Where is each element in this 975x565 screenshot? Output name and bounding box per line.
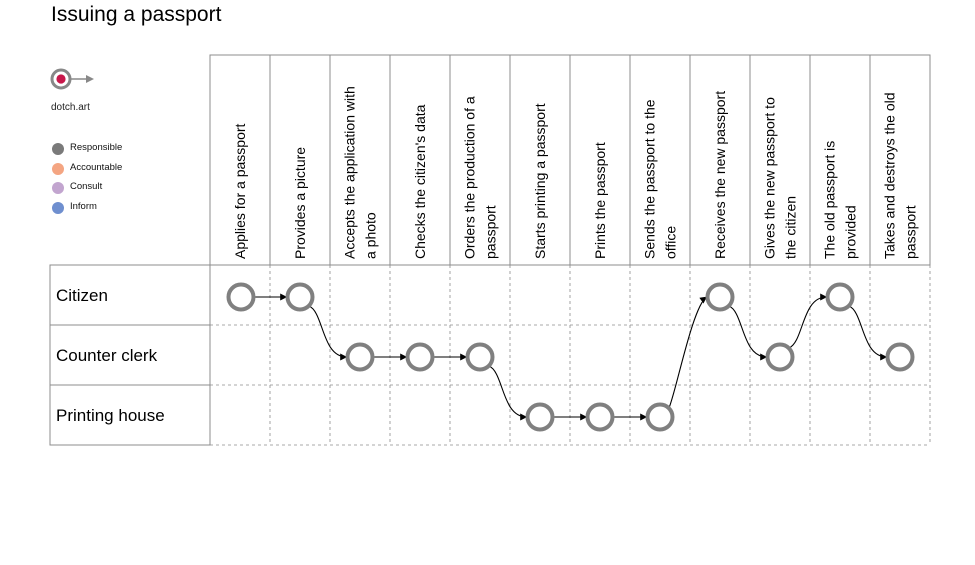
role-label: Printing house <box>56 406 165 425</box>
legend-swatch-inform <box>52 201 64 214</box>
step-label: provided <box>843 205 859 259</box>
step-headers: Applies for a passport Provides a picture… <box>232 86 919 259</box>
legend-label-responsible: Responsible <box>70 142 123 153</box>
brand-name: dotch.art <box>51 102 90 113</box>
flow-nodes <box>226 282 915 432</box>
responsible-node <box>705 282 735 312</box>
legend-label-accountable: Accountable <box>70 161 123 173</box>
responsible-node <box>226 282 256 312</box>
step-label: passport <box>483 205 499 259</box>
step-label: Accepts the application with <box>342 86 358 259</box>
record-arrow-icon <box>50 68 94 90</box>
legend-swatch-accountable <box>52 162 64 175</box>
step-label: passport <box>903 205 919 259</box>
flow-connector <box>308 305 348 361</box>
step-label: Gives the new passport to <box>762 97 778 259</box>
responsible-node <box>885 342 915 372</box>
role-label: Citizen <box>56 286 108 305</box>
responsible-node <box>525 402 555 432</box>
step-label: Applies for a passport <box>232 123 248 259</box>
step-label: Prints the passport <box>592 142 608 259</box>
step-label: office <box>663 226 679 259</box>
flow-connector <box>848 305 888 361</box>
responsible-node <box>825 282 855 312</box>
step-label: Provides a picture <box>292 147 308 259</box>
step-label: Takes and destroys the old <box>882 92 898 259</box>
step-label: Orders the production of a <box>462 96 478 259</box>
responsible-node <box>465 342 495 372</box>
flow-connectors <box>254 293 888 421</box>
legend-swatch-consult <box>52 182 64 194</box>
grid <box>49 54 931 446</box>
step-label: The old passport is <box>822 141 838 259</box>
responsible-node <box>405 342 435 372</box>
responsible-node <box>345 342 375 372</box>
legend-swatch-responsible <box>52 143 64 155</box>
step-label: Starts printing a passport <box>532 103 548 259</box>
legend-label-consult: Consult <box>70 181 103 192</box>
flow-connector <box>728 305 768 361</box>
legend-label-inform: Inform <box>70 200 97 212</box>
page-title: Issuing a passport <box>51 3 222 26</box>
flow-connector <box>788 293 828 349</box>
step-label: Checks the citizen's data <box>412 104 428 259</box>
step-label: a photo <box>363 212 379 259</box>
step-label: Sends the passport to the <box>642 99 658 259</box>
step-label: Receives the new passport <box>712 91 728 259</box>
responsible-node <box>285 282 315 312</box>
responsible-node <box>585 402 615 432</box>
responsible-node <box>765 342 795 372</box>
step-label: the citizen <box>783 196 799 259</box>
flow-connector <box>488 365 528 421</box>
responsible-node <box>645 402 675 432</box>
role-label: Counter clerk <box>56 346 158 365</box>
flow-connector <box>668 296 708 409</box>
